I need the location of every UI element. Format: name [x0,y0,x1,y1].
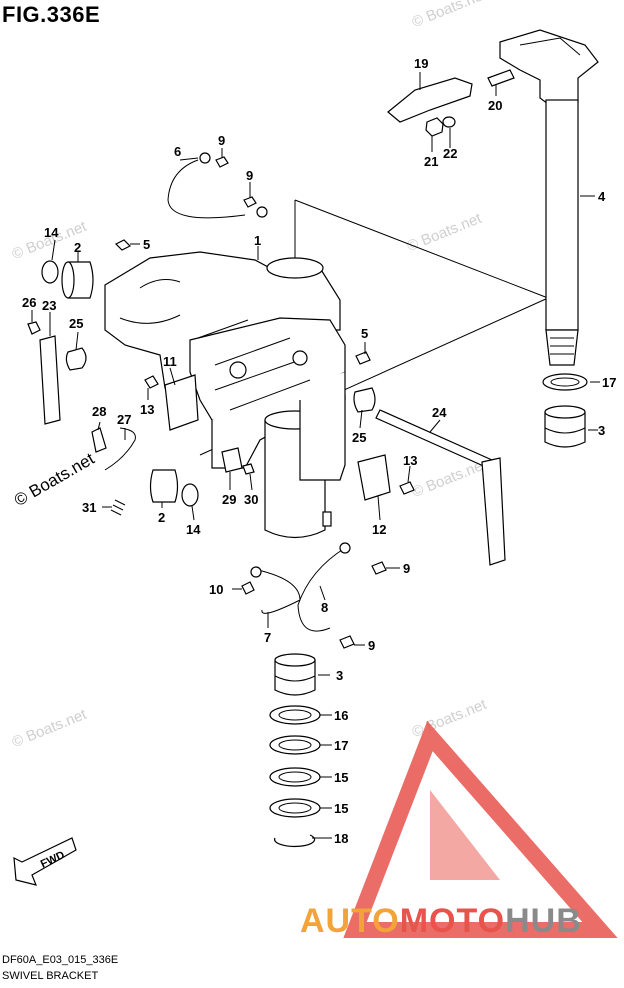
brand-wordmark: AUTOMOTOHUB [300,902,582,941]
plate-23 [39,335,61,425]
callout-2: 2 [158,510,165,525]
callout-labels: 1 2 2 3 3 4 5 5 6 7 8 9 9 9 9 10 11 12 1… [22,56,616,846]
callout-25: 25 [69,316,83,331]
brand-part-moto: MOTO [399,902,506,940]
stopper-11 [164,374,199,431]
callout-15: 15 [334,801,348,816]
callout-12: 12 [372,522,386,537]
fwd-direction-marker: FWD [13,837,77,886]
callout-9: 9 [218,133,225,148]
nut-26 [27,321,41,335]
callout-18: 18 [334,831,348,846]
callout-19: 19 [414,56,428,71]
callout-13: 13 [403,453,417,468]
washer-14 [181,483,199,507]
callout-30: 30 [244,492,258,507]
callout-27: 27 [117,412,131,427]
callout-9: 9 [368,638,375,653]
washer-17 [269,735,321,755]
callout-10: 10 [209,582,223,597]
callout-29: 29 [222,492,236,507]
bolt-13 [399,481,415,495]
callout-6: 6 [174,144,181,159]
callout-9: 9 [403,561,410,576]
nut-21 [425,117,444,137]
callout-28: 28 [92,404,106,419]
callout-22: 22 [443,146,457,161]
callout-16: 16 [334,708,348,723]
swivel-bracket-body [104,251,346,539]
callout-8: 8 [321,600,328,615]
bushing-2 [149,469,179,503]
screw-5 [114,239,132,251]
washer-16 [269,705,321,725]
callout-11: 11 [163,354,177,369]
callout-24: 24 [432,405,447,420]
callout-4: 4 [598,189,606,204]
bolt-13 [144,375,159,389]
bracket-12 [357,454,391,501]
callout-17: 17 [602,375,616,390]
callout-5: 5 [361,326,368,341]
washer-14 [41,260,59,284]
callout-14: 14 [186,522,201,537]
callout-5: 5 [143,237,150,252]
callout-23: 23 [42,298,56,313]
diagram-code: DF60A_E03_015_336E [2,954,119,966]
guide-line [294,199,549,299]
callout-7: 7 [264,630,271,645]
callout-21: 21 [424,154,438,169]
callout-31: 31 [82,500,96,515]
callout-14: 14 [44,225,59,240]
automotohub-logo [343,720,618,938]
wire-7 [257,569,301,614]
screw-10 [241,581,255,595]
rod-24-plate [481,457,506,566]
callout-20: 20 [488,98,502,113]
spring-31 [110,499,126,516]
clip-29 [221,447,243,473]
pin-25 [65,347,87,371]
washer-15 [269,798,321,818]
bushing-3 [544,405,586,448]
callout-25: 25 [352,430,366,445]
leader-lines [31,72,600,839]
pin-25 [353,387,376,413]
spring-27 [104,427,136,471]
callout-3: 3 [598,423,605,438]
screw-9 [371,561,387,575]
callout-2: 2 [74,240,81,255]
washer-15 [269,767,321,787]
bolt-20 [487,69,515,87]
diagram-name: SWIVEL BRACKET [2,970,99,982]
screw-9 [215,156,229,168]
wire-8 [297,547,346,632]
washer-17 [542,373,588,391]
circlip-18 [273,834,316,848]
screw-9 [243,196,257,208]
brand-part-hub: HUB [505,902,582,940]
ground-wire-6 [167,159,246,219]
callout-1: 1 [254,233,261,248]
callout-9: 9 [246,168,253,183]
bracket-19 [387,77,473,123]
holder-28 [91,427,107,453]
callout-15: 15 [334,770,348,785]
steering-shaft [499,29,599,366]
washer-22 [442,116,456,128]
callout-3: 3 [336,668,343,683]
screw-9 [339,635,355,649]
bushing-3 [274,653,316,696]
callout-13: 13 [140,402,154,417]
callout-26: 26 [22,295,36,310]
callout-17: 17 [334,738,348,753]
screw-5 [355,351,371,365]
brand-part-auto: AUTO [300,902,400,940]
figure-title: FIG.336E [2,2,101,27]
screw-30 [242,463,255,475]
